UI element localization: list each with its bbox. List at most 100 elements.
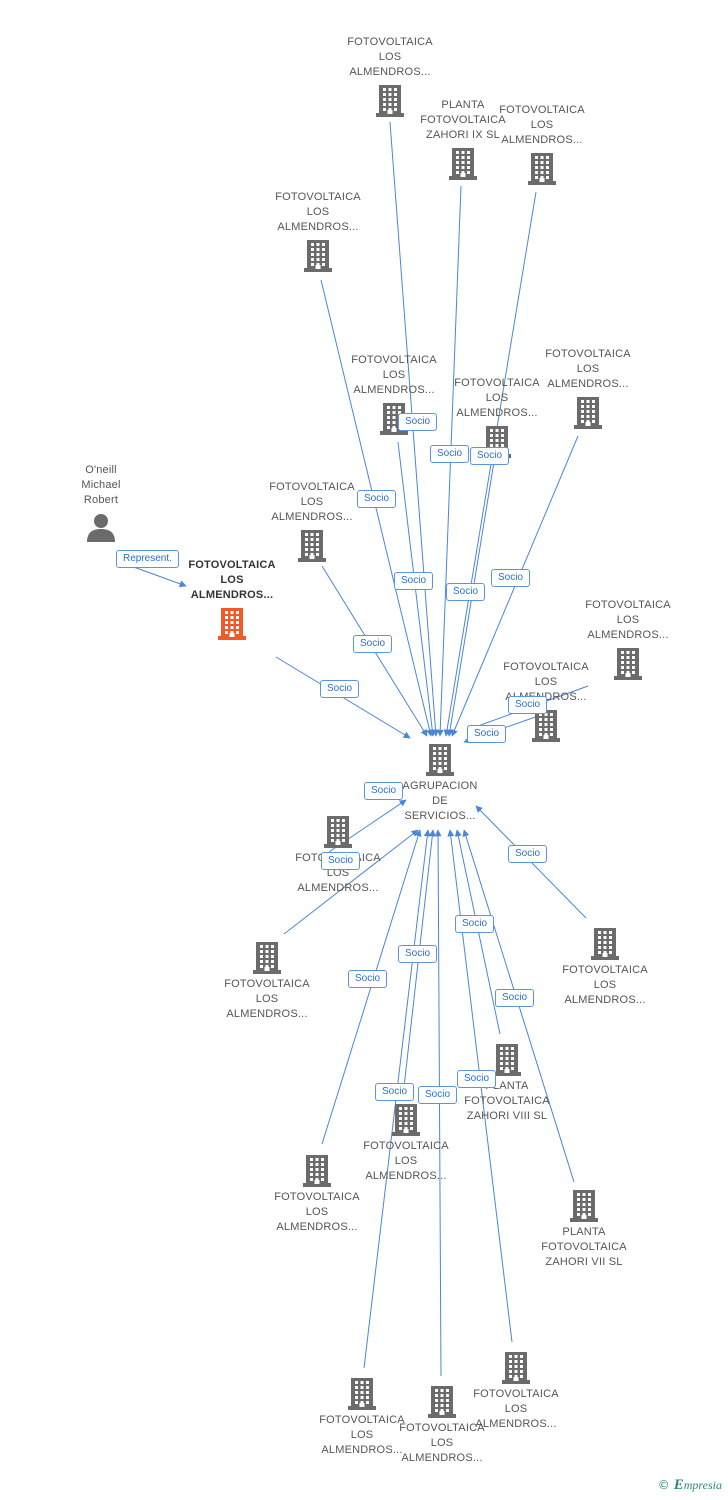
node-label-line: FOTOVOLTAICA (319, 1414, 405, 1426)
building-icon (447, 1043, 567, 1077)
node-label-line: PLANTA (485, 1080, 529, 1092)
node-label-line: PLANTA (441, 99, 485, 111)
company-node-b2[interactable]: FOTOVOLTAICA LOS ALMENDROS... (545, 927, 665, 1008)
edge-t4-center (320, 279, 433, 737)
node-label-line: FOTOVOLTAICA (347, 36, 433, 48)
company-node-b8[interactable]: FOTOVOLTAICA LOS ALMENDROS... (456, 1351, 576, 1432)
building-icon (380, 743, 500, 777)
node-label-line: FOTOVOLTAICA (562, 964, 648, 976)
node-label-line: LOS (504, 1403, 528, 1415)
node-label-line: ALMENDROS... (564, 994, 646, 1006)
node-label-line: ALMENDROS... (475, 1418, 557, 1430)
node-label-line: LOS (306, 206, 330, 218)
node-label-line: ALMENDROS... (297, 882, 379, 894)
socio-label: Socio (470, 447, 510, 465)
building-icon (524, 1189, 644, 1223)
node-label-line: ZAHORI VII SL (545, 1256, 623, 1268)
node-label-line: LOS (593, 979, 617, 991)
node-label-line: LOS (382, 369, 406, 381)
node-label-line: ZAHORI IX SL (426, 129, 500, 141)
node-label-line: ALMENDROS... (401, 1452, 483, 1464)
node-label-line: ALMENDROS... (353, 384, 435, 396)
socio-label: Socio (430, 445, 470, 463)
socio-label: Socio (320, 680, 360, 698)
node-label-line: ALMENDROS... (349, 66, 431, 78)
node-label: FOTOVOLTAICA LOS ALMENDROS... (456, 1387, 576, 1432)
node-label-line: FOTOVOLTAICA (503, 661, 589, 673)
node-label-line: FOTOVOLTAICA (351, 354, 437, 366)
node-label-line: ALMENDROS... (190, 589, 274, 601)
building-icon (207, 941, 327, 975)
node-label-line: LOS (576, 363, 600, 375)
socio-label: Socio (375, 1083, 415, 1101)
building-icon (403, 147, 523, 181)
node-label-line: O'neill (85, 464, 117, 476)
building-icon (302, 1377, 422, 1411)
brand-footer[interactable]: ©Empresia (658, 1477, 722, 1494)
socio-label: Socio (455, 915, 495, 933)
socio-label: Socio (357, 490, 397, 508)
building-icon (568, 647, 688, 681)
node-label-line: LOS (326, 867, 350, 879)
node-label-line: Robert (83, 494, 119, 506)
building-icon (278, 815, 398, 849)
socio-label: Socio (353, 635, 393, 653)
building-icon (258, 239, 378, 273)
socio-label: Socio (394, 572, 434, 590)
socio-label: Socio (508, 696, 548, 714)
building-icon (545, 927, 665, 961)
node-label-line: FOTOVOLTAICA (274, 1191, 360, 1203)
node-label-line: PLANTA (562, 1226, 606, 1238)
socio-label: Socio (457, 1070, 497, 1088)
node-label-line: ALMENDROS... (226, 1008, 308, 1020)
building-icon (482, 152, 602, 186)
node-label-line: LOS (530, 119, 554, 131)
building-icon (382, 1385, 502, 1419)
company-node-b4[interactable]: PLANTA FOTOVOLTAICA ZAHORI VIII SL (447, 1043, 567, 1124)
socio-label: Socio (398, 945, 438, 963)
building-icon (486, 709, 606, 743)
building-icon (330, 84, 450, 118)
socio-label: Socio (398, 413, 438, 431)
person-icon (41, 512, 161, 542)
node-label-line: ALMENDROS... (271, 511, 353, 523)
node-label-line: FOTOVOLTAICA (473, 1388, 559, 1400)
node-label-line: LOS (350, 1429, 374, 1441)
building-icon (528, 396, 648, 430)
node-label-line: FOTOVOLTAICA (464, 1095, 550, 1107)
node-label-line: ALMENDROS... (365, 1170, 447, 1182)
node-label-line: FOTOVOLTAICA (275, 191, 361, 203)
node-label-line: AGRUPACION (402, 780, 478, 792)
socio-label: Socio (495, 989, 535, 1007)
node-label-line: ZAHORI VIII SL (466, 1110, 548, 1122)
node-label-line: FOTOVOLTAICA (224, 978, 310, 990)
node-label-line: FOTOVOLTAICA (585, 599, 671, 611)
node-label-line: LOS (616, 614, 640, 626)
